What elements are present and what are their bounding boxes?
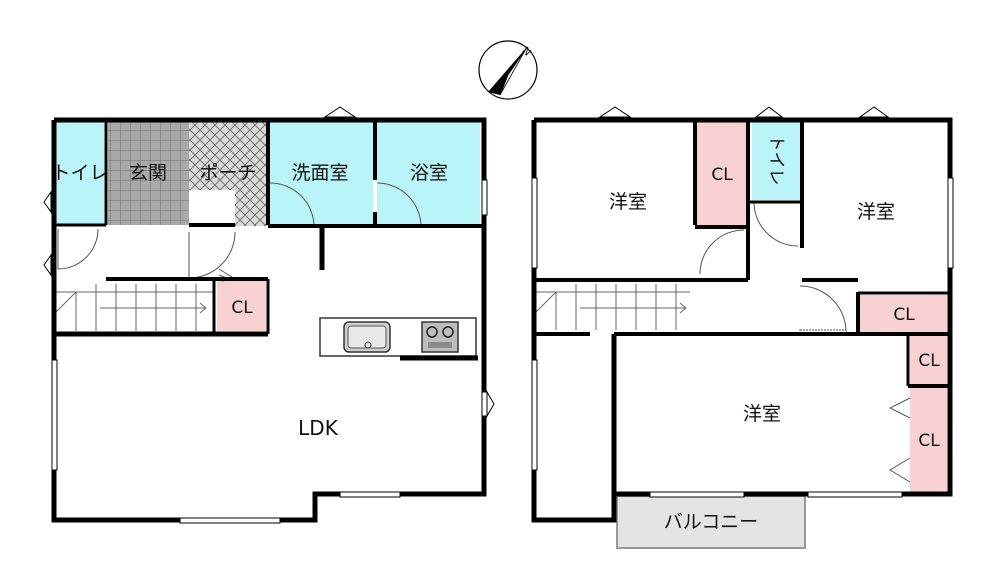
room-label-genkan: 玄関 [129, 162, 167, 184]
stairs [55, 284, 214, 331]
kitchen-counter [319, 317, 477, 357]
washroom-fill [270, 121, 373, 225]
balcony-fill [616, 495, 806, 549]
room-label-western-left: 洋室 [609, 191, 647, 213]
room-label-toilet-2: トイレ [766, 135, 786, 186]
room-label-closet-a: CL [711, 165, 733, 185]
room-label-bathroom: 浴室 [410, 162, 448, 184]
floor-2: 洋室 CL トイレ 洋室 CL CL 洋室 CL バルコニー [531, 106, 954, 549]
windows-floor-1 [43, 106, 495, 524]
room-label-closet: CL [231, 298, 253, 318]
room-label-ldk: LDK [298, 416, 339, 440]
walls-floor-1 [51, 117, 487, 523]
compass: N [478, 40, 538, 100]
closet-b-fill [860, 295, 947, 332]
bathroom-fill [377, 121, 480, 225]
closet-a-fill [697, 121, 746, 225]
room-label-toilet: トイレ [51, 162, 108, 184]
room-label-porch: ポーチ [199, 162, 256, 184]
floor-1: トイレ 玄関 ポーチ 洗面室 浴室 CL LDK [43, 106, 495, 524]
walls-floor-2 [531, 117, 953, 523]
room-label-closet-c: CL [918, 351, 940, 371]
genkan-tile-fill [108, 121, 189, 225]
stairs-2 [535, 284, 690, 330]
windows-floor-2 [531, 106, 954, 498]
toilet-2-fill [752, 121, 800, 200]
room-label-western-main: 洋室 [743, 403, 781, 425]
toilet-floor-fill [56, 121, 104, 225]
room-label-closet-b: CL [893, 305, 915, 325]
closet-c-fill [910, 336, 947, 384]
room-label-closet-d: CL [918, 431, 940, 451]
closet-fill [217, 281, 266, 331]
room-label-washroom: 洗面室 [291, 162, 348, 184]
room-label-western-right: 洋室 [857, 201, 895, 223]
closet-d-fill [910, 388, 947, 492]
room-label-balcony: バルコニー [664, 511, 759, 533]
